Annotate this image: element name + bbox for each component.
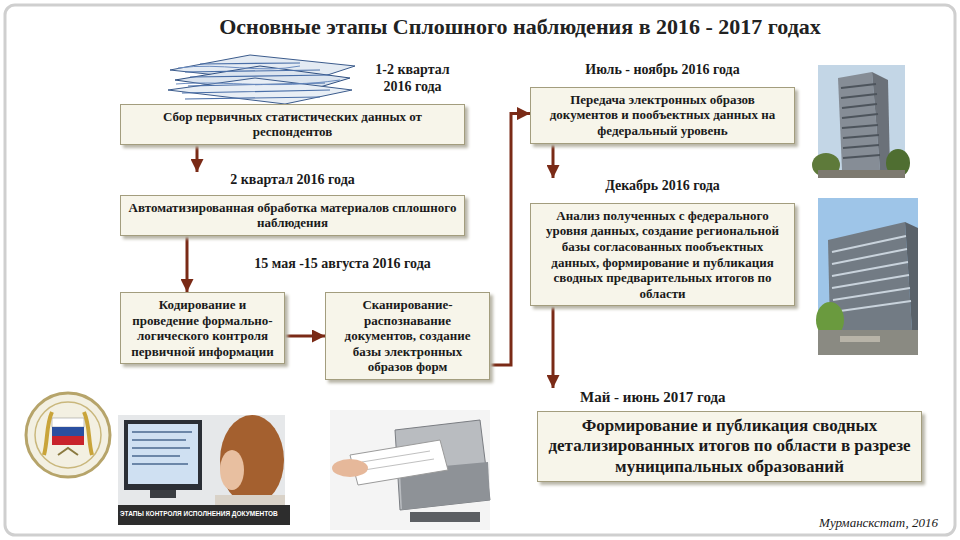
stage-node: Июль - ноябрь 2016 годаПередача электрон… [530, 62, 795, 144]
tower-photo [812, 65, 910, 178]
operator-photo [118, 415, 290, 525]
arrow-connector [552, 306, 555, 388]
rosstat-emblem [26, 393, 110, 477]
slide-frame [5, 5, 955, 535]
process-text: Анализ полученных с федерального уровня … [537, 208, 788, 302]
process-text: Сбор первичных статистических данных от … [127, 109, 458, 140]
process-box: Сбор первичных статистических данных от … [120, 104, 465, 145]
process-box: Передача электронных образов документов … [530, 87, 795, 144]
stage-date-heading: Май - июнь 2017 года [580, 388, 910, 406]
stage-node: 1-2 квартал 2016 годаСбор первичных стат… [120, 62, 465, 145]
stage-node: Кодирование и проведение формально-логич… [120, 292, 285, 364]
stage-node: Май - июнь 2017 годаФормирование и публи… [537, 388, 922, 482]
stage-date-heading: Июль - ноябрь 2016 года [530, 62, 795, 79]
stage-date-heading: 1-2 квартал 2016 года [360, 62, 465, 96]
process-box: Анализ полученных с федерального уровня … [530, 203, 795, 307]
arrow-connector [196, 145, 199, 172]
arrow-connector [285, 335, 325, 338]
process-text: Кодирование и проведение формально-логич… [127, 297, 278, 359]
scanner-photo [330, 410, 490, 530]
process-text: Автоматизированная обработка материалов … [127, 200, 458, 231]
stage-node: Декабрь 2016 годаАнализ полученных с фед… [530, 178, 795, 306]
office-building-photo [816, 198, 918, 355]
stage-date-heading: 2 квартал 2016 года [120, 172, 465, 189]
stage-date-heading: Декабрь 2016 года [530, 178, 795, 195]
slide-caption: Мурманскстат, 2016 [819, 515, 938, 531]
process-text: Формирование и публикация сводных детали… [544, 416, 915, 477]
arrow-connector [490, 114, 530, 365]
stage-node: Сканирование-распознавание документов, с… [325, 292, 490, 380]
process-box: Сканирование-распознавание документов, с… [325, 292, 490, 380]
arrow-connector [186, 236, 189, 292]
arrow-connector [552, 144, 555, 178]
process-box: Кодирование и проведение формально-логич… [120, 292, 285, 364]
process-text: Сканирование-распознавание документов, с… [332, 297, 483, 375]
paper-pile [168, 55, 355, 104]
stage-node: 2 квартал 2016 годаАвтоматизированная об… [120, 172, 465, 236]
period-label: 15 мая -15 августа 2016 года [235, 256, 450, 272]
process-box: Автоматизированная обработка материалов … [120, 195, 465, 236]
process-box: Формирование и публикация сводных детали… [537, 411, 922, 482]
photo-caption: ЭТАПЫ КОНТРОЛЯ ИСПОЛНЕНИЯ ДОКУМЕНТОВ [120, 510, 290, 517]
process-text: Передача электронных образов документов … [537, 92, 788, 139]
slide-title: Основные этапы Сплошного наблюдения в 20… [100, 14, 940, 40]
